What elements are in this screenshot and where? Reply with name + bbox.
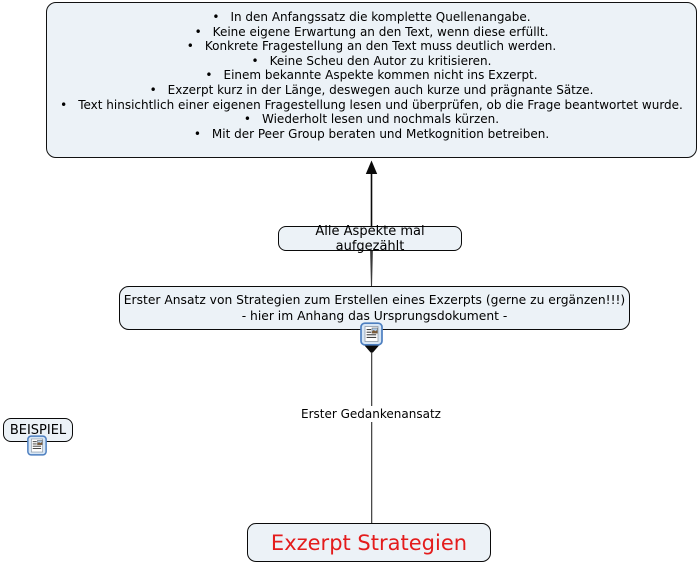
arrow-link (365, 160, 378, 226)
note-item: In den Anfangssatz die komplette Quellen… (47, 10, 696, 25)
root-label: Exzerpt Strategien (270, 530, 468, 555)
node-notes-list[interactable]: In den Anfangssatz die komplette Quellen… (46, 2, 697, 158)
edge-taper-erster-ansatz (364, 345, 379, 353)
node-label: BEISPIEL (9, 422, 67, 438)
note-item: Einem bekannte Aspekte kommen nicht ins … (47, 68, 696, 83)
node-alle-aspekte[interactable]: Alle Aspekte mal aufgezählt (278, 223, 462, 254)
notes-list: In den Anfangssatz die komplette Quellen… (47, 10, 696, 141)
node-erster-ansatz[interactable]: Erster Ansatz von Strategien zum Erstell… (119, 286, 630, 330)
attachment-icon[interactable] (27, 435, 47, 456)
note-item: Keine Scheu den Autor zu kritisieren. (47, 54, 696, 69)
edge-label: Erster Gedankenansatz (298, 406, 444, 422)
note-item: Konkrete Fragestellung an den Text muss … (47, 39, 696, 54)
note-item: Exzerpt kurz in der Länge, deswegen auch… (47, 83, 696, 98)
node-label: Alle Aspekte mal aufgezählt (315, 223, 425, 254)
attachment-icon[interactable] (360, 322, 383, 346)
note-item: Text hinsichtlich einer eigenen Frageste… (47, 98, 696, 113)
edge-alle-aspekte (370, 250, 373, 287)
node-root[interactable]: Exzerpt Strategien (247, 523, 491, 562)
note-item: Wiederholt lesen und nochmals kürzen. (47, 112, 696, 127)
note-item: Keine eigene Erwartung an den Text, wenn… (47, 25, 696, 40)
node-label-line2: - hier im Anhang das Ursprungsdokument - (241, 309, 508, 323)
node-label-line1: Erster Ansatz von Strategien zum Erstell… (123, 292, 626, 307)
note-item: Mit der Peer Group beraten und Metkognit… (47, 127, 696, 142)
